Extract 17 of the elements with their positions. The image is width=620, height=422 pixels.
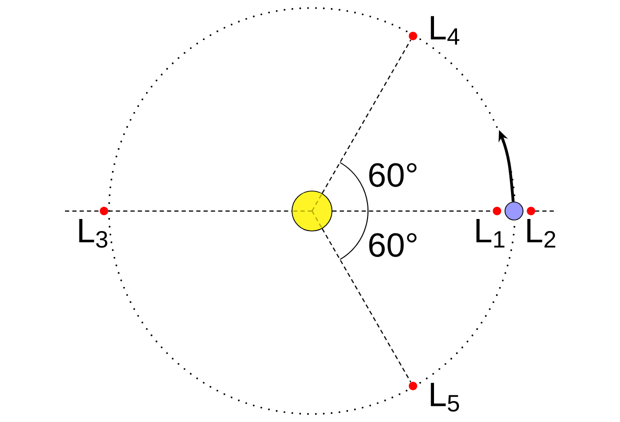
- dashed-line: [332, 210, 492, 212]
- node-label: L$_{4}$: [430, 16, 460, 45]
- node-label: L$_{1}$: [476, 219, 504, 248]
- lagrange-point: L$_{5}$: [408, 382, 459, 412]
- sun: [292, 190, 332, 232]
- angle-label: 60°: [369, 163, 416, 187]
- lagrange-point: L$_{3}$: [79, 206, 108, 248]
- lagrange-point: L$_{4}$: [408, 16, 460, 45]
- lagrange-point: L$_{2}$: [526, 206, 556, 248]
- lagrange-point: L$_{1}$: [476, 206, 504, 248]
- dashed-line: [322, 228, 412, 382]
- dashed-line: [322, 40, 412, 194]
- planet: [504, 202, 524, 220]
- node-label: L$_{3}$: [79, 219, 108, 248]
- node-label: L$_{2}$: [527, 219, 556, 248]
- node-label: L$_{5}$: [430, 382, 460, 412]
- angle-label: 60°: [369, 233, 416, 257]
